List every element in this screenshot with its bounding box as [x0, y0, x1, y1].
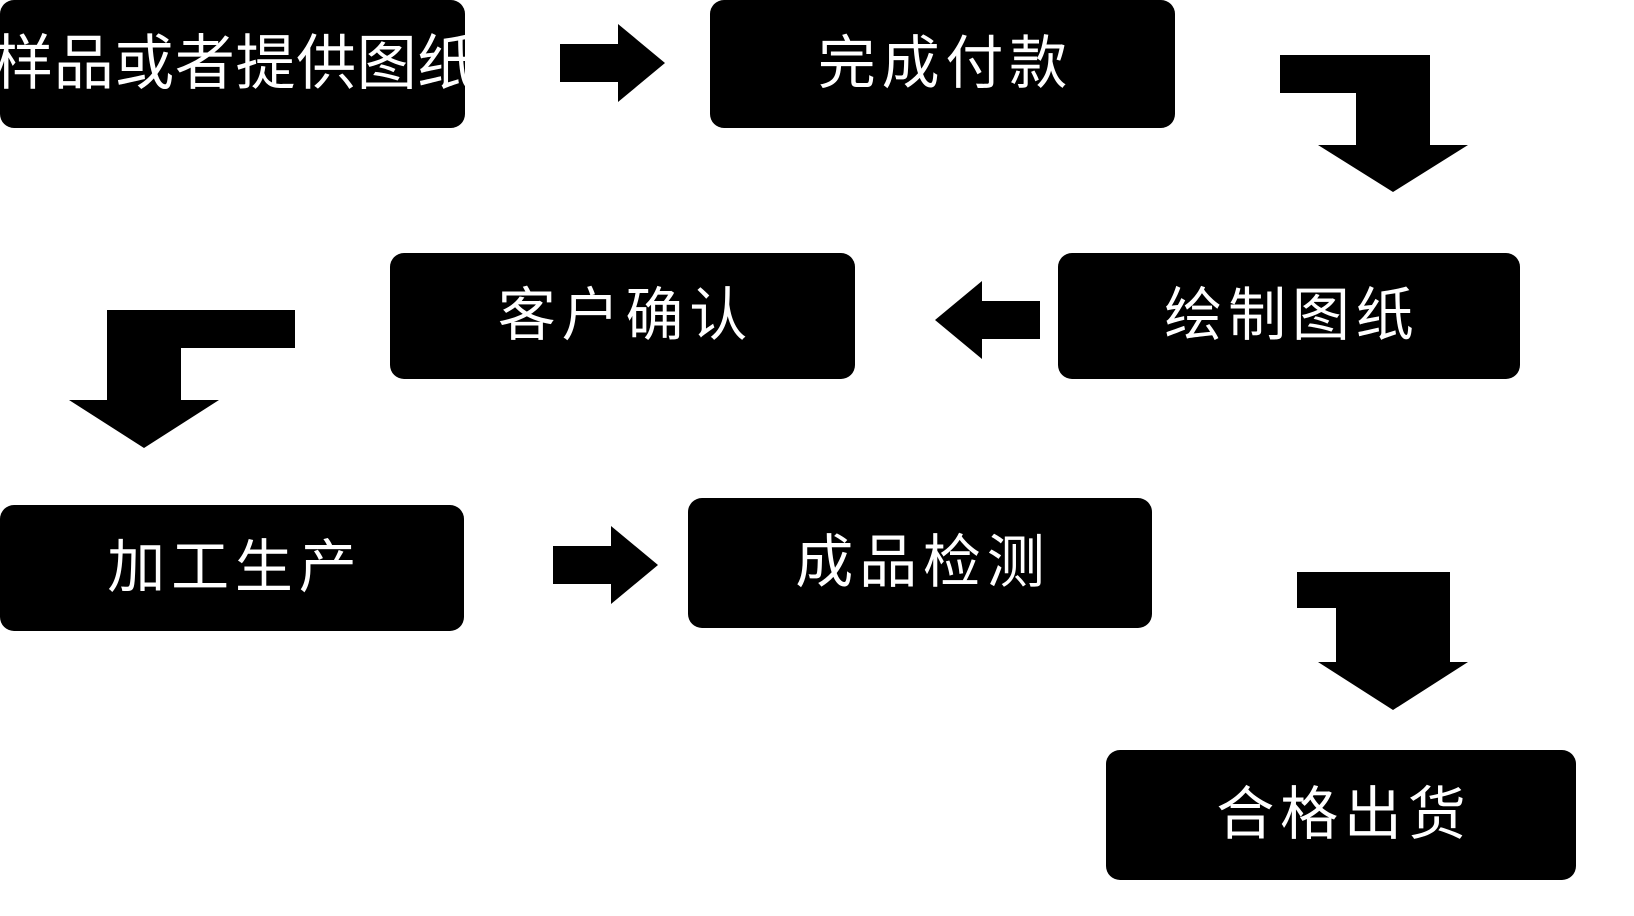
flow-node-shipment-label: 合格出货	[1216, 782, 1472, 847]
arrow-right-production-to-inspection	[528, 520, 678, 610]
flow-node-shipment[interactable]: 合格出货	[1106, 750, 1576, 880]
arrow-right-sample-to-payment	[535, 18, 685, 108]
flow-node-sample[interactable]: 样品或者提供图纸	[0, 0, 477, 128]
arrow-elbow-confirm-to-production	[69, 290, 305, 465]
arrow-left-drawing-to-confirm	[890, 275, 1065, 365]
arrow-elbow-payment-to-drawing	[1220, 40, 1470, 210]
flow-node-drawing[interactable]: 绘制图纸	[1058, 253, 1520, 379]
flow-node-payment-label: 完成付款	[817, 31, 1073, 96]
flow-node-confirm-label: 客户确认	[497, 283, 753, 348]
flow-node-inspection[interactable]: 成品检测	[688, 498, 1152, 628]
flow-node-drawing-label: 绘制图纸	[1164, 283, 1420, 348]
flow-node-payment[interactable]: 完成付款	[710, 0, 1175, 128]
flow-node-production-label: 加工生产	[107, 535, 363, 600]
flow-node-sample-label: 样品或者提供图纸	[0, 30, 478, 97]
flow-node-inspection-label: 成品检测	[795, 530, 1051, 595]
flow-node-confirm[interactable]: 客户确认	[390, 253, 855, 379]
flow-node-production[interactable]: 加工生产	[0, 505, 464, 631]
arrow-elbow-inspection-to-shipment	[1238, 540, 1483, 720]
